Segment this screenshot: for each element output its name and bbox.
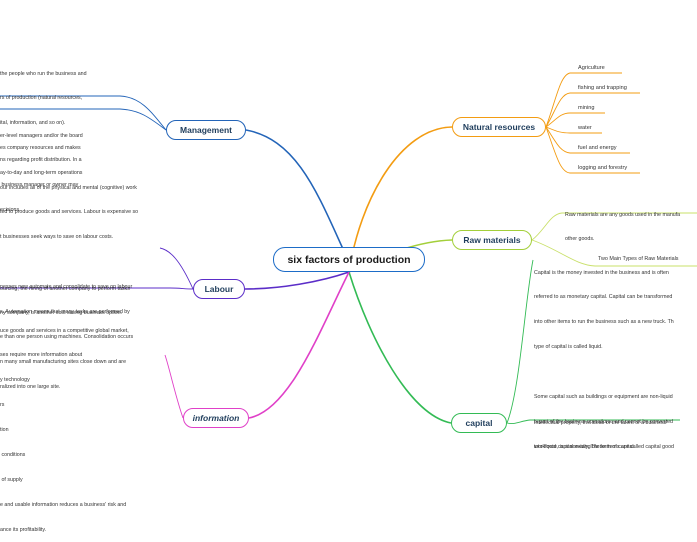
text-line: business manager or owner may	[0, 182, 79, 189]
text-line: ance its profitability.	[0, 526, 47, 533]
labour-description[interactable]: our includes all of the physical and men…	[0, 167, 138, 399]
text-line: es company resources and makes	[0, 145, 81, 152]
text-line: ny company, is another cost saving busin…	[0, 310, 123, 317]
text-line: rs of production (natural resources,	[0, 95, 83, 102]
connector-labour	[244, 271, 350, 290]
text-line: Intellectual property, the ideas or the …	[534, 419, 668, 426]
connector-management-para1	[0, 95, 167, 131]
text-line: into liquid capital easily. These items …	[534, 443, 674, 450]
branch-information[interactable]: information	[183, 408, 249, 428]
connector-labour-para1	[159, 247, 194, 290]
connector-natural	[348, 126, 453, 273]
connector-natural-logging	[545, 126, 640, 174]
text-line	[534, 368, 674, 376]
text-line: other goods.	[565, 236, 595, 243]
text-line: ns regarding profit distribution. In a	[0, 157, 82, 164]
text-line: workforce, is a non-tangible form of cap…	[534, 444, 635, 451]
connector-capital	[348, 271, 452, 424]
text-line: of supply	[0, 476, 23, 483]
text-line: n many small manufacturing sites close d…	[0, 358, 127, 365]
branch-natural-resources[interactable]: Natural resources	[452, 117, 546, 137]
connector-raw-desc	[531, 212, 697, 241]
connector-natural-agriculture	[545, 72, 622, 128]
text-line: ralized into one large site.	[0, 383, 61, 390]
text-line	[0, 258, 138, 266]
connector-natural-fishing	[545, 92, 640, 128]
text-line: conditions	[0, 452, 26, 459]
text-line: ted to produce goods and services. Labou…	[0, 209, 139, 216]
connector-natural-fuel	[545, 126, 630, 154]
text-line: Capital is the money invested in the bus…	[534, 269, 669, 276]
text-line: nesses now automate and consolidate to s…	[0, 284, 133, 291]
raw-materials-description[interactable]: Raw materials are any goods used in the …	[565, 194, 680, 252]
text-line: s. Automation means that many tasks are …	[0, 309, 130, 316]
text-line: referred to as monetary capital. Capital…	[534, 294, 673, 301]
connector-natural-water	[545, 126, 602, 134]
connector-management	[245, 129, 350, 263]
leaf-fuel-energy[interactable]: fuel and energy	[578, 145, 617, 151]
connector-capital-para1	[506, 259, 534, 424]
connector-information	[248, 271, 350, 419]
text-line: our includes all of the physical and men…	[0, 184, 137, 191]
text-line: uce goods and services in a competitive …	[0, 327, 129, 334]
capital-intellectual-property[interactable]: Intellectual property, the ideas or the …	[534, 402, 667, 460]
text-line: e and usable information reduces a busin…	[0, 501, 127, 508]
leaf-water[interactable]: water	[578, 125, 592, 131]
connector-raw-sub	[531, 239, 697, 267]
text-line: tion	[0, 427, 9, 434]
text-line: Some capital such as buildings or equipm…	[534, 394, 673, 401]
central-topic[interactable]: six factors of production	[273, 247, 425, 272]
text-line: type of capital is called liquid.	[534, 344, 603, 351]
management-decisions[interactable]: er-level managers and/or the board ns re…	[0, 115, 83, 223]
text-line: is part of the business operations, and …	[534, 418, 673, 425]
connector-labour-para2	[0, 287, 194, 290]
text-line: t businesses seek ways to save on labour…	[0, 234, 114, 241]
raw-materials-types[interactable]: Two Main Types of Raw Materials	[598, 256, 679, 262]
branch-raw-materials[interactable]: Raw materials	[452, 230, 532, 250]
leaf-agriculture[interactable]: Agriculture	[578, 65, 605, 71]
capital-description[interactable]: Capital is the money invested in the bus…	[534, 252, 674, 459]
text-line: er-level managers and/or the board	[0, 132, 83, 139]
leaf-mining[interactable]: mining	[578, 105, 595, 111]
text-line: y technology	[0, 377, 30, 384]
branch-labour[interactable]: Labour	[193, 279, 245, 299]
branch-capital[interactable]: capital	[451, 413, 507, 433]
connector-natural-mining	[545, 112, 605, 128]
mind-map-connectors	[0, 72, 697, 424]
connector-capital-para2	[506, 419, 680, 424]
text-line: Raw materials are any goods used in the …	[565, 211, 681, 218]
labour-outsourcing[interactable]: ourcing, the hiring of another company t…	[0, 268, 130, 326]
text-line: ay-to-day and long-term operations	[0, 170, 83, 177]
text-line: e than one person using machines. Consol…	[0, 333, 134, 340]
text-line: into other items to run the business suc…	[534, 319, 674, 326]
connector-management-para2	[0, 108, 167, 131]
leaf-logging-forestry[interactable]: logging and forestry	[578, 165, 628, 171]
information-description[interactable]: uce goods and services in a competitive …	[0, 310, 129, 542]
management-description[interactable]: the people who run the business and rs o…	[0, 53, 87, 186]
text-line: ital, information, and so on).	[0, 120, 66, 127]
text-line: the people who run the business and	[0, 70, 87, 77]
leaf-fishing-trapping[interactable]: fishing and trapping	[578, 85, 627, 91]
text-line: rs	[0, 402, 5, 409]
text-line: ecisions.	[0, 207, 21, 214]
text-line: ses require more information about	[0, 352, 83, 359]
branch-management[interactable]: Management	[166, 120, 246, 140]
connector-information-para	[164, 354, 184, 419]
text-line: ourcing, the hiring of another company t…	[0, 285, 130, 292]
